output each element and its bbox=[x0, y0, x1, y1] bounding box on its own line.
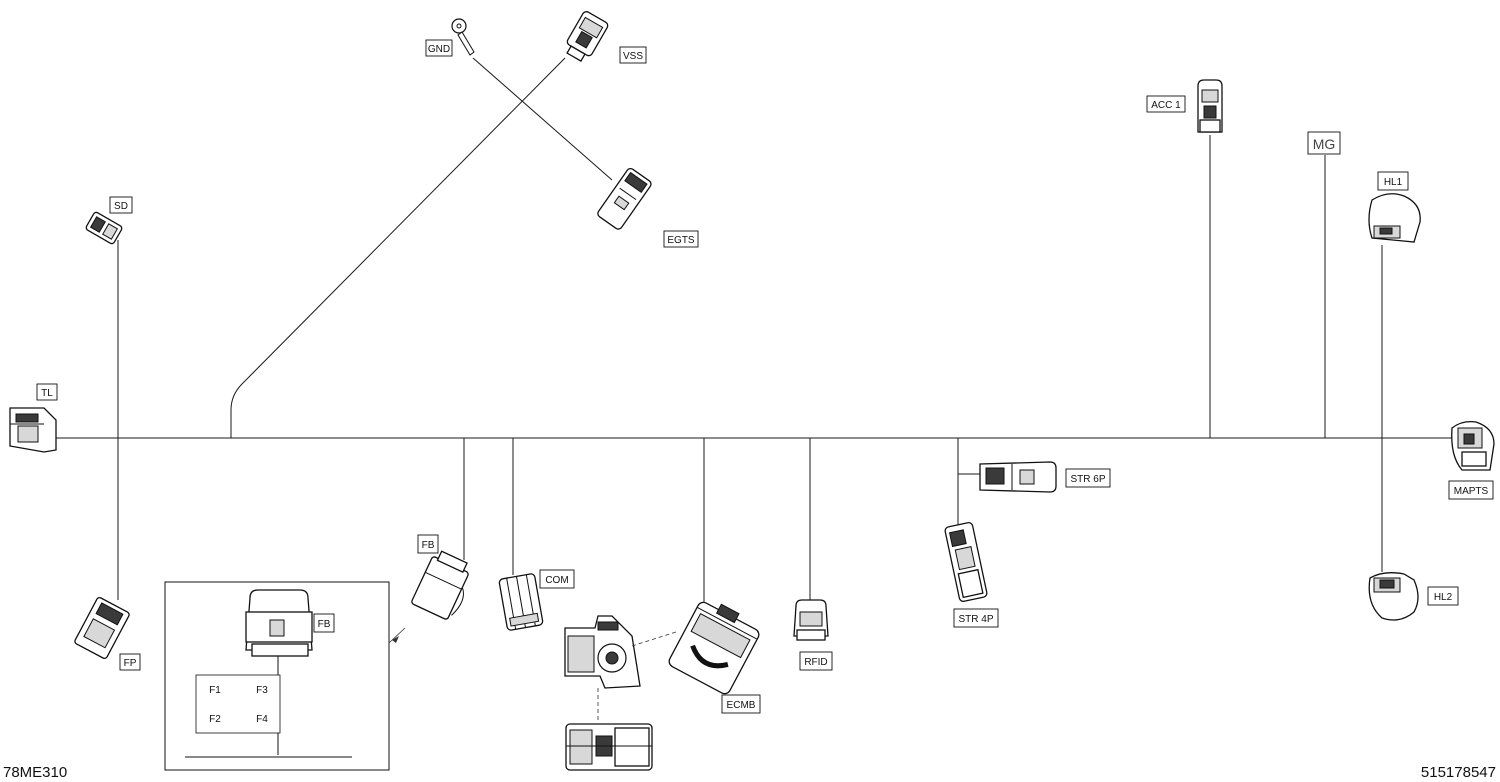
svg-text:ECMB: ECMB bbox=[727, 700, 756, 711]
ecmb-left-connector-icon bbox=[564, 615, 641, 689]
acc1-connector-icon bbox=[1197, 79, 1223, 133]
label-fp: FP bbox=[119, 653, 141, 671]
label-mg: MG bbox=[1307, 131, 1341, 155]
label-vss: VSS bbox=[619, 46, 647, 64]
svg-text:TL: TL bbox=[41, 388, 53, 399]
label-fb-detail: FB bbox=[313, 613, 335, 633]
ecmb-right-connector-icon bbox=[668, 601, 760, 695]
vss-connector-icon bbox=[566, 11, 609, 62]
str4p-connector-icon bbox=[944, 522, 988, 602]
drawing-code-left: 78ME310 bbox=[3, 764, 67, 781]
label-mapts: MAPTS bbox=[1448, 480, 1494, 500]
svg-text:COM: COM bbox=[545, 575, 568, 586]
label-com: COM bbox=[539, 569, 575, 589]
ecmb-connector-group bbox=[564, 601, 760, 771]
rfid-connector-icon bbox=[793, 599, 829, 641]
com-connector-icon bbox=[498, 573, 544, 631]
fp-connector-icon bbox=[74, 597, 130, 659]
label-acc1: ACC 1 bbox=[1146, 95, 1186, 113]
sd-connector-icon bbox=[85, 211, 123, 245]
svg-text:FB: FB bbox=[422, 540, 435, 551]
svg-text:EGTS: EGTS bbox=[667, 235, 695, 246]
fb-detail-connector-icon bbox=[245, 589, 313, 657]
svg-text:ACC 1: ACC 1 bbox=[1151, 100, 1181, 111]
fuse-block bbox=[195, 674, 281, 734]
svg-text:HL2: HL2 bbox=[1434, 592, 1453, 603]
label-rfid: RFID bbox=[799, 651, 833, 671]
drawing-code-right: 515178547 bbox=[1421, 764, 1496, 781]
svg-text:SD: SD bbox=[114, 201, 128, 212]
svg-text:FP: FP bbox=[124, 658, 137, 669]
ecmb-bottom-connector-icon bbox=[565, 723, 653, 771]
gnd-ring-terminal-icon bbox=[451, 18, 475, 56]
label-tl: TL bbox=[36, 383, 58, 401]
hl1-connector-icon bbox=[1368, 193, 1421, 243]
label-hl2: HL2 bbox=[1427, 586, 1459, 606]
detail-leader-line bbox=[388, 627, 406, 644]
label-hl1: HL1 bbox=[1377, 171, 1409, 191]
svg-text:FB: FB bbox=[318, 619, 331, 630]
label-sd: SD bbox=[109, 196, 133, 214]
fuse-f3-label: F3 bbox=[256, 685, 268, 696]
label-ecmb: ECMB bbox=[721, 694, 761, 714]
str6p-connector-icon bbox=[979, 461, 1057, 493]
gnd-egts-wire bbox=[472, 57, 613, 181]
label-fb: FB bbox=[417, 534, 439, 554]
label-egts: EGTS bbox=[663, 230, 699, 248]
tl-connector-icon bbox=[9, 407, 57, 453]
svg-text:RFID: RFID bbox=[804, 657, 827, 668]
label-str4p: STR 4P bbox=[953, 608, 999, 628]
fb-connector-icon bbox=[411, 550, 469, 620]
harness-wires bbox=[55, 57, 1455, 602]
ecmb-dash-link-1 bbox=[631, 631, 677, 647]
label-gnd: GND bbox=[425, 39, 453, 57]
egts-connector-icon bbox=[597, 167, 652, 230]
fuse-f1-label: F1 bbox=[209, 685, 221, 696]
fuse-f4-label: F4 bbox=[256, 714, 268, 725]
fb-detail-panel bbox=[164, 581, 406, 771]
svg-text:STR 4P: STR 4P bbox=[958, 614, 993, 625]
svg-text:MAPTS: MAPTS bbox=[1454, 486, 1489, 497]
svg-text:STR 6P: STR 6P bbox=[1070, 474, 1105, 485]
svg-text:HL1: HL1 bbox=[1384, 177, 1403, 188]
label-str6p: STR 6P bbox=[1065, 468, 1111, 488]
vss-branch-wire bbox=[230, 57, 566, 438]
mapts-connector-icon bbox=[1451, 420, 1495, 471]
svg-text:MG: MG bbox=[1313, 136, 1336, 152]
hl2-connector-icon bbox=[1368, 572, 1419, 621]
fuse-f2-label: F2 bbox=[209, 714, 221, 725]
svg-text:GND: GND bbox=[428, 44, 450, 55]
svg-text:VSS: VSS bbox=[623, 51, 643, 62]
